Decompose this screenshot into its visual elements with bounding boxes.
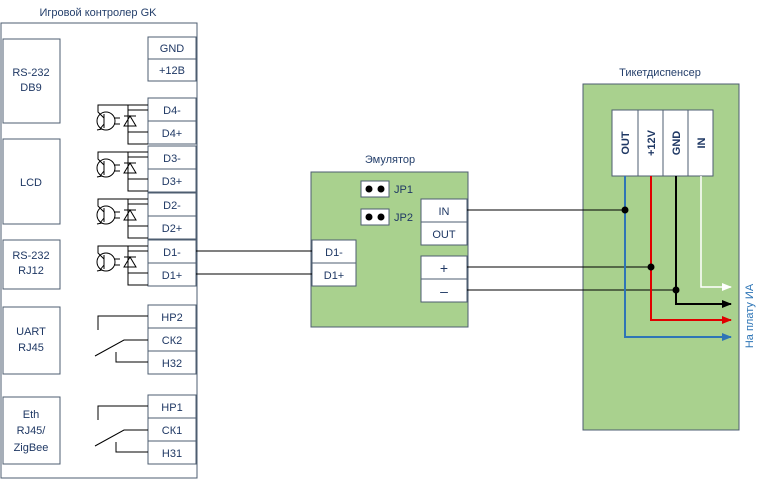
uart-label-1: UART bbox=[16, 326, 46, 338]
lcd-label: LCD bbox=[20, 177, 42, 189]
game-controller: Игровой контролер GK RS-232 DB9 LCD RS-2… bbox=[0, 7, 198, 479]
controller-pins: GND +12В D4- D4+ D3- D3+ D2- D2+ D1- D1+… bbox=[147, 36, 197, 465]
eth-block bbox=[2, 396, 61, 465]
wire-disp-gnd bbox=[675, 176, 732, 308]
rs232-rj12-label-1: RS-232 bbox=[12, 250, 49, 262]
pin-d2-plus-label: D2+ bbox=[162, 223, 183, 235]
pin-d2-minus-label: D2- bbox=[163, 200, 181, 212]
optocoupler-d4 bbox=[96, 104, 148, 145]
pin-gnd-label: GND bbox=[160, 43, 185, 55]
junction-12v bbox=[647, 263, 655, 271]
uart-label-2: RJ45 bbox=[18, 342, 44, 354]
eth-label-1: Eth bbox=[23, 409, 40, 421]
pin-sk2-label: СК2 bbox=[162, 335, 182, 347]
emu-pin-out bbox=[420, 221, 468, 246]
wire-disp-12v bbox=[650, 176, 732, 324]
pin-nz2-label: Н32 bbox=[162, 358, 182, 370]
controller-title: Игровой контролер GK bbox=[40, 7, 158, 19]
junction-out bbox=[621, 206, 629, 214]
wire-disp-in bbox=[700, 176, 732, 291]
rs232-db9-label-2: DB9 bbox=[20, 82, 41, 94]
disp-pin-12v-label: +12V bbox=[646, 129, 658, 156]
pin-d4-minus-label: D4- bbox=[163, 105, 181, 117]
optocoupler-d3 bbox=[96, 151, 148, 192]
pin-nz1-label: Н31 bbox=[162, 448, 182, 460]
optocoupler-d2 bbox=[96, 198, 148, 239]
pin-nr2-label: НР2 bbox=[161, 312, 182, 324]
rs232-db9-block bbox=[2, 38, 61, 124]
emulator: Эмулятор JP1 JP2 D1- D1+ IN OUT + – bbox=[310, 154, 469, 328]
optocoupler-d1 bbox=[96, 245, 148, 286]
emu-pin-d1-minus-label: D1- bbox=[325, 247, 343, 259]
ticket-dispenser: Тикетдиспенсер OUT +12V GND IN На плату … bbox=[582, 67, 756, 431]
pin-d4-plus-label: D4+ bbox=[162, 128, 183, 140]
pin-sk1-label: СК1 bbox=[162, 425, 182, 437]
dispenser-side-label: На плату ИА bbox=[744, 283, 756, 348]
junction-gnd bbox=[672, 286, 680, 294]
pin-d1-minus-label: D1- bbox=[163, 247, 181, 259]
emu-pin-in-label: IN bbox=[439, 206, 450, 218]
emu-pin-minus-label: – bbox=[440, 283, 448, 299]
disp-pin-gnd-label: GND bbox=[671, 131, 683, 156]
jumper-jp2 bbox=[360, 208, 390, 226]
rs232-db9-label-1: RS-232 bbox=[12, 67, 49, 79]
lcd-block bbox=[2, 138, 61, 225]
uart-rj45-block bbox=[2, 306, 61, 375]
pin-12v bbox=[147, 58, 197, 82]
relay-contact-1 bbox=[94, 405, 148, 453]
pin-d3-plus bbox=[147, 168, 197, 193]
jumper-jp2-pin-a bbox=[365, 213, 373, 221]
emulator-title: Эмулятор bbox=[365, 154, 415, 166]
emu-pin-plus-label: + bbox=[440, 260, 448, 276]
pin-nr1-label: НР1 bbox=[161, 402, 182, 414]
eth-label-2: RJ45/ bbox=[17, 425, 47, 437]
pin-d3-minus-label: D3- bbox=[163, 153, 181, 165]
jumper-jp1-label: JP1 bbox=[394, 184, 413, 196]
rs232-rj12-label-2: RJ12 bbox=[18, 265, 44, 277]
disp-pin-in bbox=[687, 109, 714, 177]
rs232-rj12-block bbox=[2, 239, 61, 290]
jumper-jp1-pin-b bbox=[377, 185, 385, 193]
jumper-jp2-label: JP2 bbox=[394, 212, 413, 224]
eth-label-3: ZigBee bbox=[14, 442, 49, 454]
relay-contact-2 bbox=[94, 315, 148, 363]
disp-pin-out-label: OUT bbox=[620, 131, 632, 155]
jumper-jp2-pin-b bbox=[377, 213, 385, 221]
wires bbox=[196, 176, 732, 341]
wire-disp-out bbox=[624, 176, 732, 341]
pin-12v-label: +12В bbox=[159, 65, 185, 77]
pin-d3-plus-label: D3+ bbox=[162, 176, 183, 188]
jumper-jp1 bbox=[360, 180, 390, 198]
emu-pin-out-label: OUT bbox=[432, 229, 456, 241]
pin-d2-plus bbox=[147, 215, 197, 240]
dispenser-title: Тикетдиспенсер bbox=[619, 67, 701, 79]
disp-pin-in-label: IN bbox=[696, 137, 708, 148]
emu-pin-d1-plus-label: D1+ bbox=[324, 270, 345, 282]
pin-d1-plus-label: D1+ bbox=[162, 270, 183, 282]
jumper-jp1-pin-a bbox=[365, 185, 373, 193]
